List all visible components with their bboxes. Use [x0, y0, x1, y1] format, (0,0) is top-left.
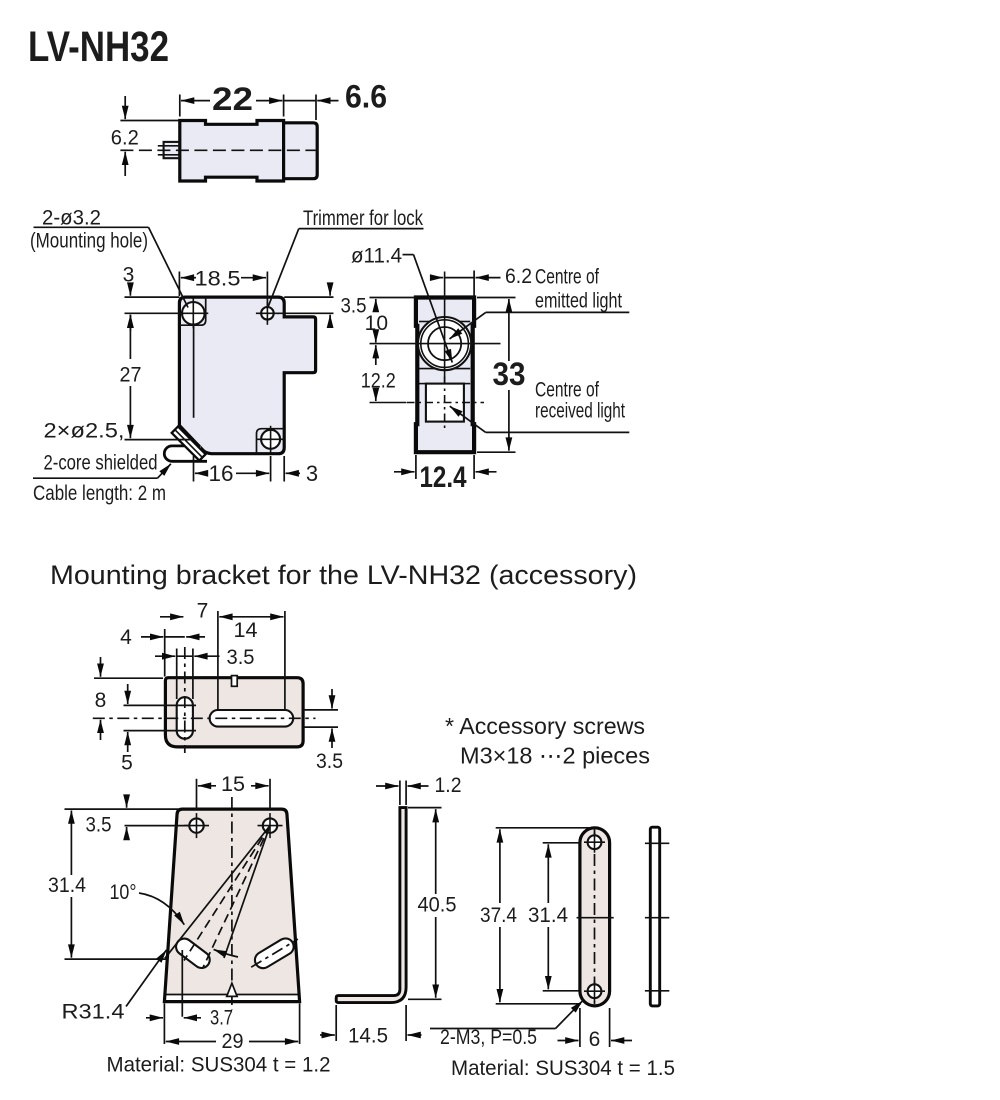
cable-boot-line: [174, 429, 203, 458]
material-1: Material: SUS304 t = 1.2: [107, 1053, 331, 1077]
dim-14_5: 14.5: [348, 1025, 388, 1048]
label-emitted-2: emitted light: [535, 290, 622, 313]
label-received-2: received light: [535, 400, 625, 423]
fan-line: [223, 825, 271, 959]
fan-line: [164, 825, 271, 959]
leader-arrow: [156, 463, 172, 479]
dim-3_5-right: 3.5: [316, 750, 343, 773]
dim-31_4-plate: 31.4: [528, 904, 568, 927]
dim-10: 10: [365, 312, 388, 335]
dim-5: 5: [121, 752, 133, 775]
dim-12_2: 12.2: [361, 370, 396, 393]
hole-boss-bottom-right: [255, 427, 285, 454]
hole-boss-top-left: [179, 297, 207, 327]
dim-15: 15: [221, 773, 245, 796]
label-thread: 2-M3, P=0.5: [440, 1026, 537, 1049]
dim-6_2-top: 6.2: [111, 127, 139, 150]
dim-3_7: 3.7: [210, 1007, 233, 1030]
dim-4: 4: [120, 626, 132, 649]
dim-16: 16: [209, 461, 234, 486]
accessory-note-1: * Accessory screws: [445, 713, 645, 739]
leader-arrow: [412, 254, 454, 363]
bracket-L-profile: [334, 806, 408, 1005]
bracket-side-view: 1.2 40.5 14.5: [320, 774, 462, 1048]
dim-7: 7: [197, 600, 209, 623]
dim-22: 22: [212, 81, 253, 117]
sensor-top-view: 22 6.6 6.2: [111, 79, 387, 183]
dim-angle: 10°: [110, 881, 137, 904]
sensor-side-view: 2-ø3.2 (Mounting hole) Trimmer for lock …: [30, 207, 424, 505]
leader-arrow: [449, 405, 487, 434]
sensor-side-body: [177, 295, 318, 456]
dim-3-bottom: 3: [306, 461, 318, 486]
dim-6_6: 6.6: [345, 79, 387, 115]
leader-line: [147, 226, 189, 308]
dim-3-top: 3: [123, 264, 135, 287]
plate-edge-body: [648, 825, 662, 1008]
bracket-front-view: 15 3.5 31.4 10° R31.4 3.7 29 Material: S…: [48, 773, 331, 1077]
slot-axis: [250, 938, 299, 968]
dim-3_5-top: 3.5: [227, 646, 255, 669]
dim-27: 27: [120, 364, 142, 387]
leader-arrow: [448, 311, 487, 340]
dim-40_5: 40.5: [418, 894, 457, 917]
label-emitted-1: Centre of: [535, 266, 599, 289]
label-cable-2: 2-core shielded: [44, 452, 158, 475]
label-cable-1: 2×ø2.5,: [44, 420, 125, 443]
leader-arrow: [554, 1000, 584, 1030]
bracket-notch: [230, 674, 239, 688]
plate-body: [578, 826, 612, 1008]
leader-line: [266, 228, 300, 309]
label-mounting-hole-2: (Mounting hole): [30, 230, 148, 253]
dim-3_5-side: 3.5: [341, 295, 367, 318]
dim-8: 8: [95, 689, 107, 712]
bracket-top-view: 7 14 4 3.5 8 5 3.5: [92, 600, 343, 775]
bracket-front-outline: [162, 807, 302, 1004]
fan-line-dashed: [202, 825, 271, 968]
angle-leader: [138, 892, 186, 926]
dim-31_4-front: 31.4: [48, 874, 86, 897]
dim-6_2-front: 6.2: [505, 265, 532, 288]
accessory-note-2: M3×18 ⋯2 pieces: [460, 743, 650, 769]
sensor-front-view: 6.2 ø11.4 Centre of emitted light Centre…: [351, 245, 630, 494]
dim-1_2: 1.2: [435, 774, 462, 797]
dim-33: 33: [493, 356, 526, 392]
dim-18_5: 18.5: [195, 268, 241, 291]
label-mounting-hole-1: 2-ø3.2: [42, 207, 101, 230]
dim-6: 6: [589, 1028, 601, 1051]
dim-12_4: 12.4: [420, 461, 467, 494]
dim-radius: R31.4: [62, 1001, 125, 1024]
dim-3_5-front: 3.5: [86, 814, 112, 837]
label-received-1: Centre of: [535, 379, 599, 402]
bend-marker: [225, 980, 239, 998]
angle-arc: [213, 948, 239, 958]
label-cable-3: Cable length: 2 m: [33, 482, 166, 505]
plate-edge-view: [644, 825, 670, 1008]
label-trimmer: Trimmer for lock: [303, 207, 423, 230]
bracket-front-slot-right: [250, 937, 299, 970]
dim-lens-dia: ø11.4: [351, 245, 402, 268]
fan-line-dashed: [183, 825, 271, 961]
page-title: LV-NH32: [28, 23, 169, 71]
section2-title: Mounting bracket for the LV-NH32 (access…: [50, 560, 637, 590]
dim-29: 29: [222, 1030, 244, 1053]
clamp-plate-view: 37.4 31.4 6 2-M3, P=0.5 Material: SUS304…: [430, 826, 675, 1080]
dim-37_4: 37.4: [480, 904, 517, 927]
radius-leader: [125, 949, 168, 1007]
material-2: Material: SUS304 t = 1.5: [451, 1056, 675, 1080]
dim-14: 14: [234, 619, 258, 642]
